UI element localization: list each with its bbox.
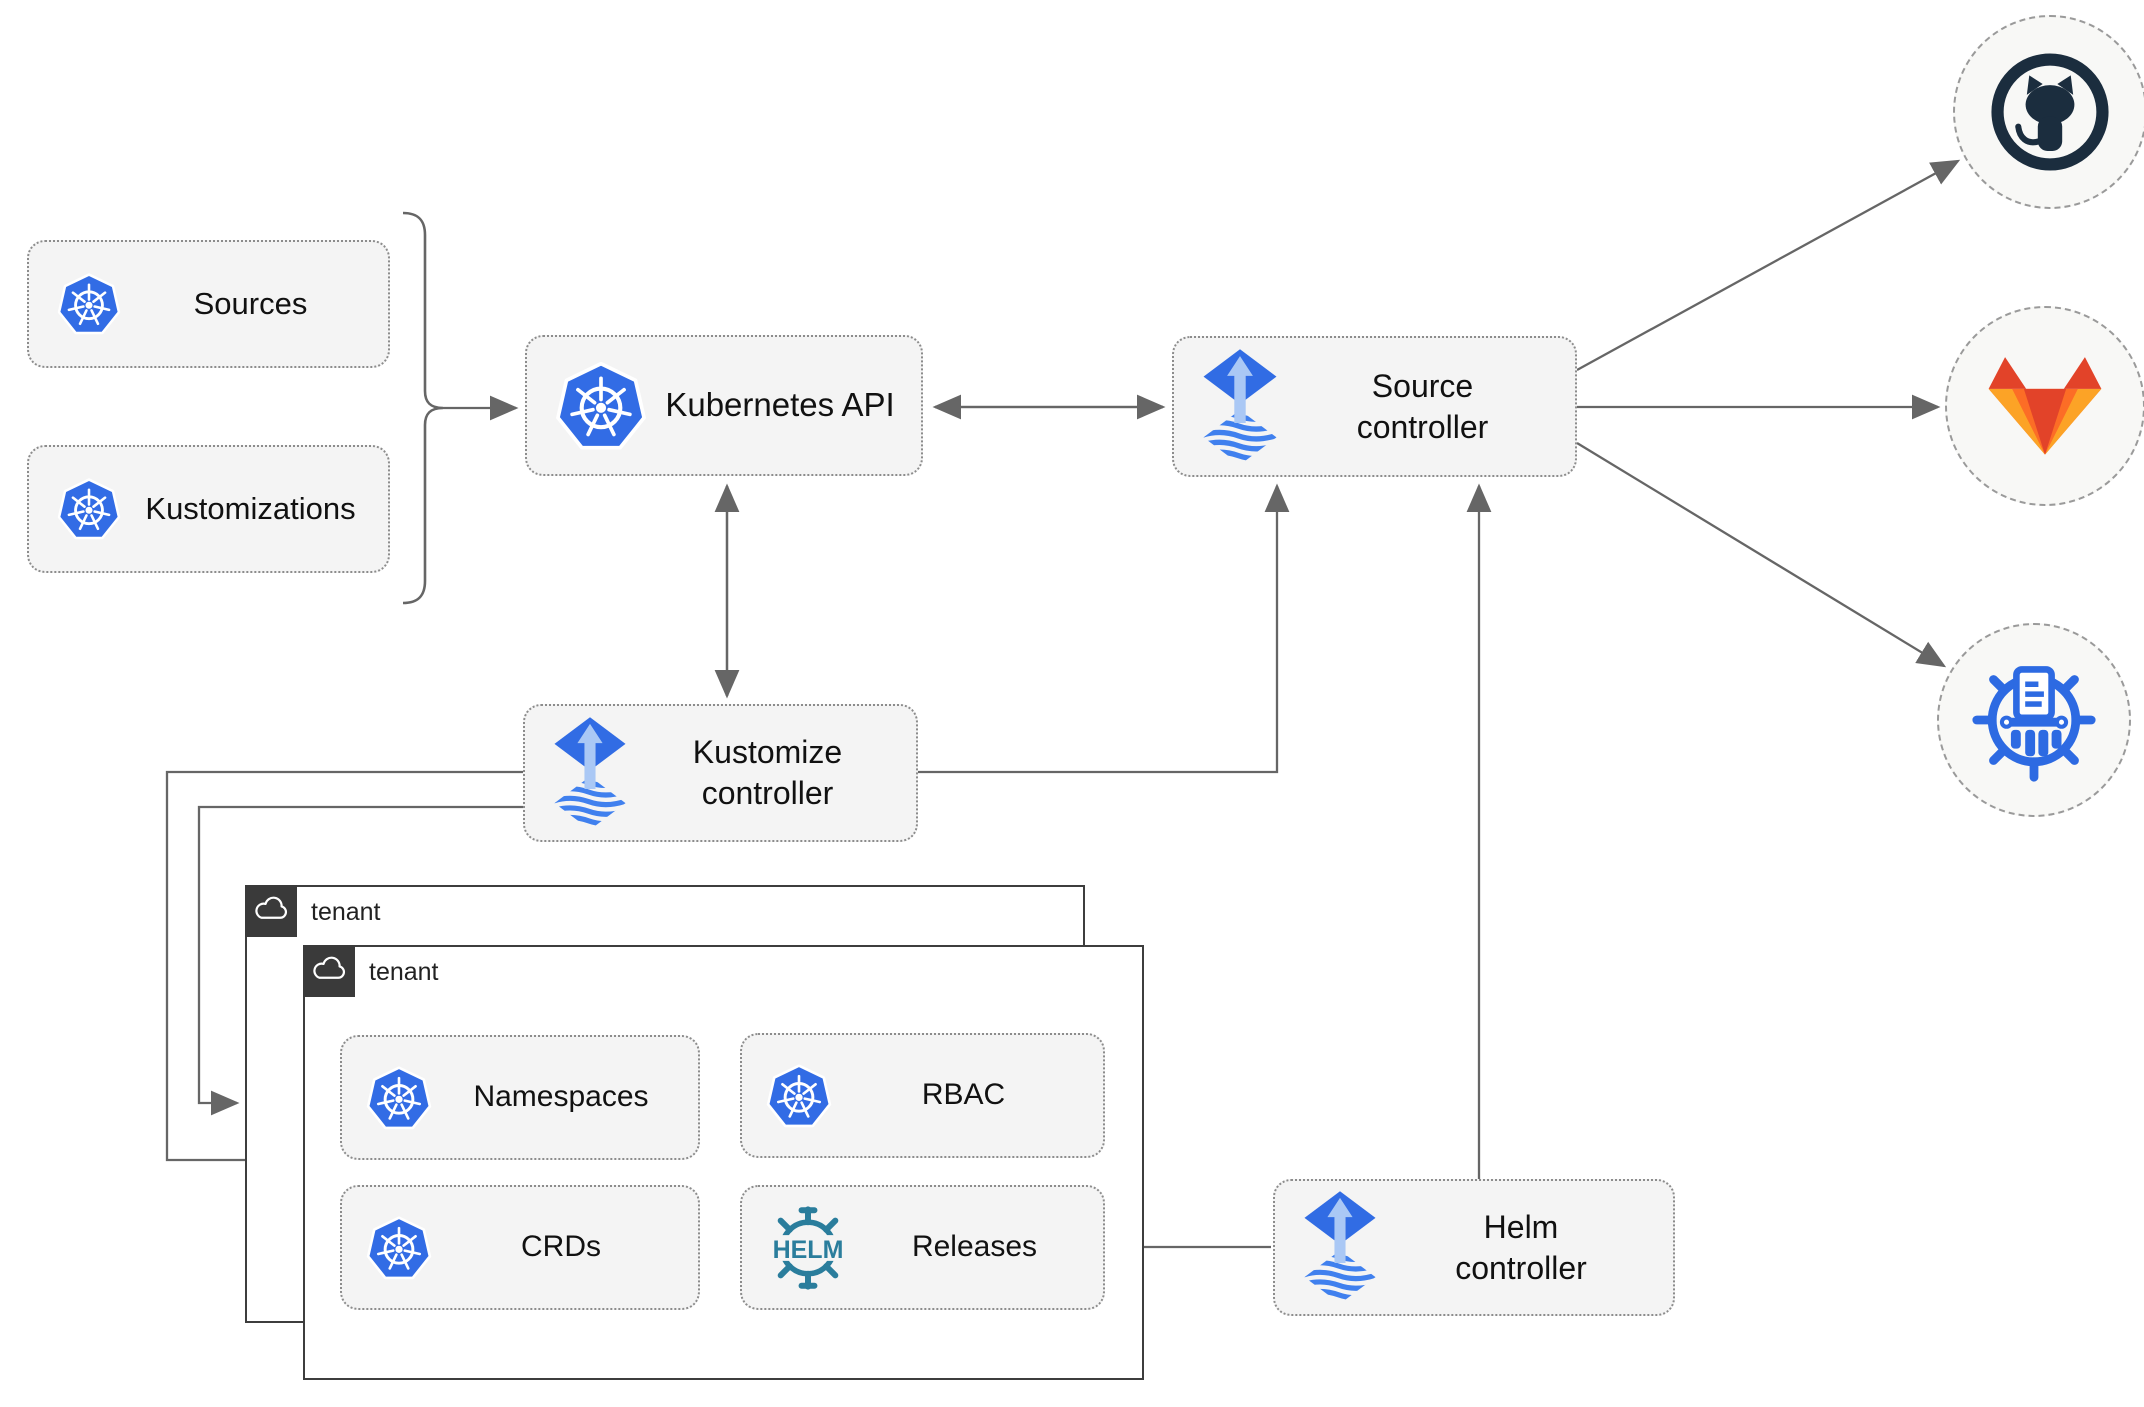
- node-label: CRDs: [521, 1230, 601, 1264]
- node-kubernetes-api: Kubernetes API: [525, 335, 923, 476]
- tenant-label: tenant: [369, 958, 439, 986]
- node-label: Kustomizations: [145, 491, 356, 527]
- edge-kustomize-to-source: [918, 483, 1290, 774]
- edge-source-to-helm-repository: [1576, 442, 1947, 668]
- node-crds: CRDs: [340, 1185, 700, 1310]
- cloud-icon: [307, 949, 351, 993]
- node-label: Source controller: [1356, 367, 1489, 445]
- node-sources: Sources: [27, 240, 390, 368]
- node-rbac: RBAC: [740, 1033, 1105, 1158]
- tenant-label: tenant: [311, 898, 381, 926]
- node-kustomizations: Kustomizations: [27, 445, 390, 573]
- brace-sources-group: [402, 211, 444, 605]
- edge-source-to-github: [1576, 159, 1961, 372]
- kubernetes-icon: [366, 1215, 432, 1281]
- kubernetes-icon: [57, 272, 121, 336]
- gitlab-icon: [1986, 356, 2104, 457]
- node-namespaces: Namespaces: [340, 1035, 700, 1160]
- svg-text:HELM: HELM: [773, 1236, 844, 1264]
- node-label: Sources: [193, 286, 308, 322]
- node-label: Namespaces: [473, 1080, 649, 1114]
- node-releases: HELM Releases: [740, 1185, 1105, 1310]
- node-helm-controller: Helm controller: [1273, 1179, 1675, 1316]
- endpoint-gitlab: [1945, 306, 2144, 506]
- node-kustomize-controller: Kustomize controller: [523, 704, 918, 842]
- tenant-tag: [302, 944, 355, 997]
- node-label: RBAC: [921, 1078, 1006, 1112]
- node-label: Helm controller: [1455, 1208, 1587, 1286]
- node-source-controller: Source controller: [1172, 336, 1577, 477]
- endpoint-helm-repository: [1937, 623, 2131, 817]
- flux-icon: [553, 717, 627, 830]
- kubernetes-icon: [766, 1063, 832, 1129]
- endpoint-github: [1953, 15, 2144, 209]
- edge-kustomize-to-tenant-back: [197, 805, 523, 1116]
- edge-kustomize-to-tenant-front: [165, 770, 523, 1173]
- flux-icon: [1202, 349, 1278, 465]
- github-icon: [1989, 51, 2111, 173]
- cloud-icon: [249, 889, 293, 933]
- tenant-tag: [244, 884, 297, 937]
- flux-icon: [1303, 1191, 1377, 1304]
- helm-repository-icon: [1968, 654, 2100, 786]
- node-label: Kustomize controller: [692, 734, 843, 811]
- node-label: Kubernetes API: [665, 386, 895, 424]
- kubernetes-icon: [57, 477, 121, 541]
- kubernetes-icon: [366, 1065, 432, 1131]
- kubernetes-icon: [555, 360, 647, 452]
- helm-icon: HELM: [762, 1202, 854, 1294]
- node-label: Releases: [911, 1230, 1038, 1264]
- tenant-box-front: tenant: [302, 944, 1144, 1380]
